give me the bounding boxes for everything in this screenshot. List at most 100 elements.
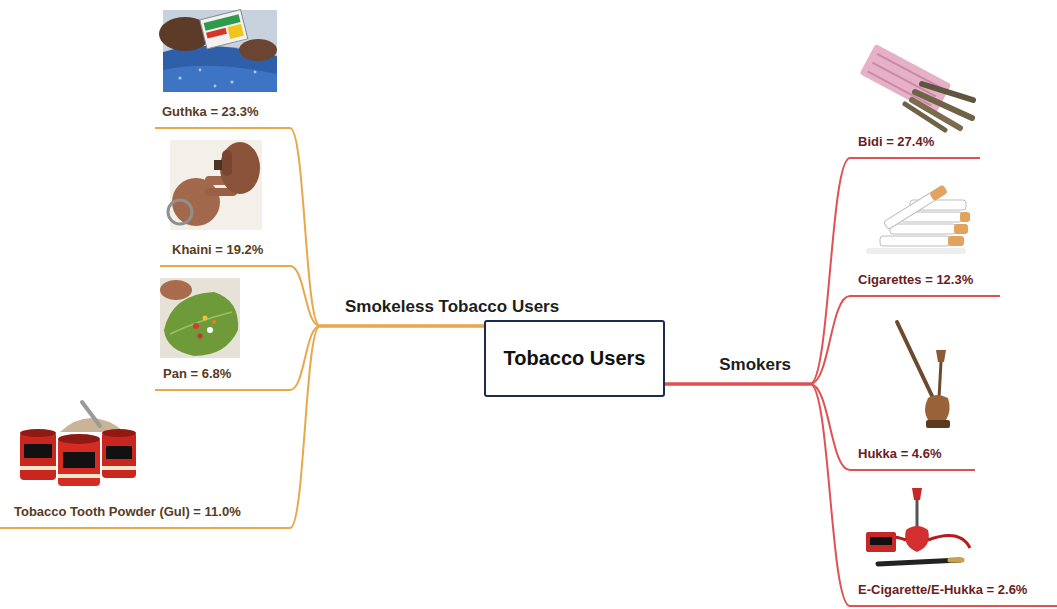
node-text: Cigarettes = 12.3% xyxy=(858,272,996,287)
e-hukka-picture xyxy=(912,488,922,500)
node-text: E-Cigarette/E-Hukka = 2.6% xyxy=(858,582,1053,597)
leaf-label: Khaini = 19.2% xyxy=(160,242,290,267)
hukka-picture xyxy=(897,322,933,398)
pan-picture xyxy=(212,320,216,324)
hukka-picture xyxy=(936,350,946,362)
cigarettes-picture xyxy=(954,224,968,234)
pan-picture xyxy=(193,323,199,329)
node-text: Smokers xyxy=(719,355,791,375)
khaini-picture xyxy=(170,140,262,230)
guthka-picture xyxy=(230,80,233,83)
bidi-picture xyxy=(905,104,945,130)
e-hukka-picture xyxy=(950,558,962,563)
cigarettes-picture xyxy=(883,185,947,230)
hukka-picture xyxy=(939,362,941,398)
khaini-picture xyxy=(172,178,220,226)
gul-picture xyxy=(106,446,132,459)
khaini-picture xyxy=(214,160,222,170)
guthka-picture xyxy=(200,10,248,49)
gul-picture xyxy=(20,466,56,470)
pan-picture xyxy=(160,278,240,358)
bidi-picture xyxy=(860,44,973,130)
node-text: Tobacco Users xyxy=(504,347,646,370)
cigarettes-picture xyxy=(929,185,947,201)
gul-picture xyxy=(58,434,100,444)
hukka-picture xyxy=(926,420,950,428)
node-text: Bidi = 27.4% xyxy=(858,134,976,149)
gul-picture xyxy=(102,432,136,478)
guthka-picture xyxy=(206,28,227,39)
guthka-picture xyxy=(178,76,181,79)
leaf-label: Hukka = 4.6% xyxy=(850,446,975,471)
branch-line xyxy=(810,158,850,384)
gul-picture xyxy=(20,402,136,486)
gul-picture xyxy=(102,429,136,437)
pan-picture xyxy=(164,292,238,356)
cigarettes-picture xyxy=(960,212,970,222)
gul-picture xyxy=(82,402,100,426)
e-hukka-picture xyxy=(905,526,929,552)
node-text: Hukka = 4.6% xyxy=(858,446,971,461)
bidi-picture xyxy=(868,71,932,105)
branch-line xyxy=(320,324,484,328)
e-hukka-picture xyxy=(928,536,970,549)
cigarettes-picture xyxy=(890,224,956,234)
leaf-label: Guthka = 23.3% xyxy=(155,104,290,129)
node-text: Tobacco Tooth Powder (Gul) = 11.0% xyxy=(14,504,286,519)
leaf-label: E-Cigarette/E-Hukka = 2.6% xyxy=(850,582,1057,607)
guthka-picture xyxy=(199,69,202,72)
cigarettes-picture xyxy=(883,185,947,230)
branch-line xyxy=(810,296,850,384)
khaini-picture xyxy=(168,200,192,224)
e-hukka-picture xyxy=(870,537,892,545)
pan-picture xyxy=(198,334,203,339)
guthka-picture xyxy=(163,66,277,92)
gul-picture xyxy=(63,452,95,468)
branch-line xyxy=(810,384,850,470)
cigarettes-picture xyxy=(866,185,970,254)
e-hukka-picture xyxy=(866,532,896,552)
leaf-label: Cigarettes = 12.3% xyxy=(850,272,1000,297)
leaf-label: Bidi = 27.4% xyxy=(850,134,980,159)
cigarettes-picture xyxy=(948,212,970,246)
branch-line xyxy=(810,384,850,606)
branch-label: Smokers xyxy=(707,355,810,384)
pan-picture xyxy=(207,327,213,333)
pan-picture xyxy=(160,280,192,300)
khaini-picture xyxy=(222,150,232,176)
branch-label: Smokeless Tobacco Users xyxy=(320,297,563,326)
gul-picture xyxy=(58,438,100,486)
node-text: Guthka = 23.3% xyxy=(162,104,286,119)
gul-picture xyxy=(102,466,136,470)
leaf-label: Pan = 6.8% xyxy=(155,366,290,391)
cigarettes-picture xyxy=(948,236,964,246)
node-text: Khaini = 19.2% xyxy=(172,242,286,257)
node-text: Pan = 6.8% xyxy=(163,366,286,381)
guthka-picture xyxy=(254,71,257,74)
guthka-picture xyxy=(159,10,277,92)
gul-picture xyxy=(58,474,100,478)
e-hukka-picture xyxy=(866,488,970,564)
gul-picture xyxy=(24,444,52,458)
pan-picture xyxy=(160,278,240,358)
hukka-picture xyxy=(925,395,950,423)
khaini-picture xyxy=(168,140,262,230)
node-text: Smokeless Tobacco Users xyxy=(345,297,559,317)
root-box: Tobacco Users xyxy=(484,320,665,397)
branch-line xyxy=(290,128,320,326)
branch-line xyxy=(665,382,810,386)
bidi-picture xyxy=(922,84,973,100)
gul-picture xyxy=(20,429,56,437)
gul-picture xyxy=(20,432,56,480)
leaf-label: Tobacco Tooth Powder (Gul) = 11.0% xyxy=(0,504,290,529)
branch-line xyxy=(290,326,320,528)
guthka-picture xyxy=(214,85,217,88)
pan-picture xyxy=(170,312,232,334)
pan-picture xyxy=(203,316,208,321)
guthka-picture xyxy=(200,10,248,49)
khaini-picture xyxy=(220,142,260,194)
cigarettes-picture xyxy=(880,236,950,246)
guthka-picture xyxy=(239,39,277,61)
e-hukka-picture xyxy=(916,500,919,530)
